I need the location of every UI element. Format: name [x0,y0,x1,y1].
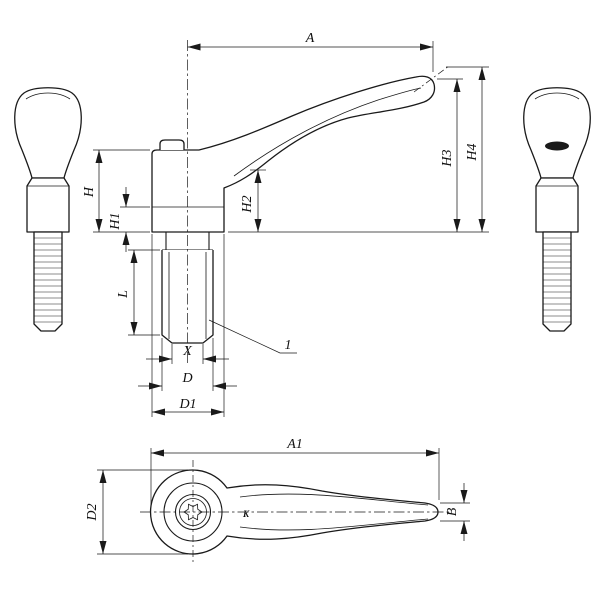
stud-silhouette [33,231,63,332]
release-cap [159,139,185,150]
dimension-D1: D1 [151,234,225,417]
thread-lines [34,237,62,323]
tip-centerline [413,65,450,93]
dim-label-D2: D2 [85,503,100,521]
grip-silhouette [14,87,82,179]
callout-label-1: 1 [285,338,292,353]
grip-slot-detail [545,141,569,151]
lever-silhouette [151,75,436,233]
dim-label-H2: H2 [240,195,255,213]
callout-1: 1 [208,319,297,354]
dim-label-H1: H1 [108,212,123,230]
dim-label-B: B [445,507,460,516]
plan-lever-silhouette [149,469,439,555]
dim-label-L: L [116,290,131,299]
brand-mark-kipp: K [242,509,250,519]
end-view-left [14,87,82,332]
plan-handle-contour-bottom [239,518,429,531]
dim-label-X: X [182,344,192,359]
dim-label-D: D [181,371,192,386]
plan-handle-contour-top [239,493,429,506]
dimension-X: X [146,344,229,364]
grip-contour-line [25,92,71,100]
main-side-view [151,40,450,364]
thread-minor-lines [168,252,207,339]
dim-label-A1: A1 [286,437,303,452]
handle-contour-line [233,87,422,177]
dimension-A: A [187,31,434,72]
end-view-right [523,87,591,332]
dimension-A1: A1 [150,437,440,506]
dim-label-H: H [82,186,97,198]
dimension-H4: H4 [446,66,489,232]
dim-label-H3: H3 [440,149,455,167]
dimension-B: B [440,483,470,541]
dimension-D2: D2 [85,469,188,555]
dim-label-D1: D1 [178,397,196,412]
dimension-H1: H1 [108,187,150,252]
dim-label-A: A [305,31,315,46]
plan-view: K [140,460,452,564]
dimension-D: D [138,338,237,391]
dimension-H2: H2 [240,169,266,232]
dim-label-H4: H4 [465,143,480,161]
dimension-H3: H3 [228,78,489,233]
dimension-L: L [116,249,160,336]
leader-line [208,319,297,354]
dimension-H: H [82,149,150,233]
